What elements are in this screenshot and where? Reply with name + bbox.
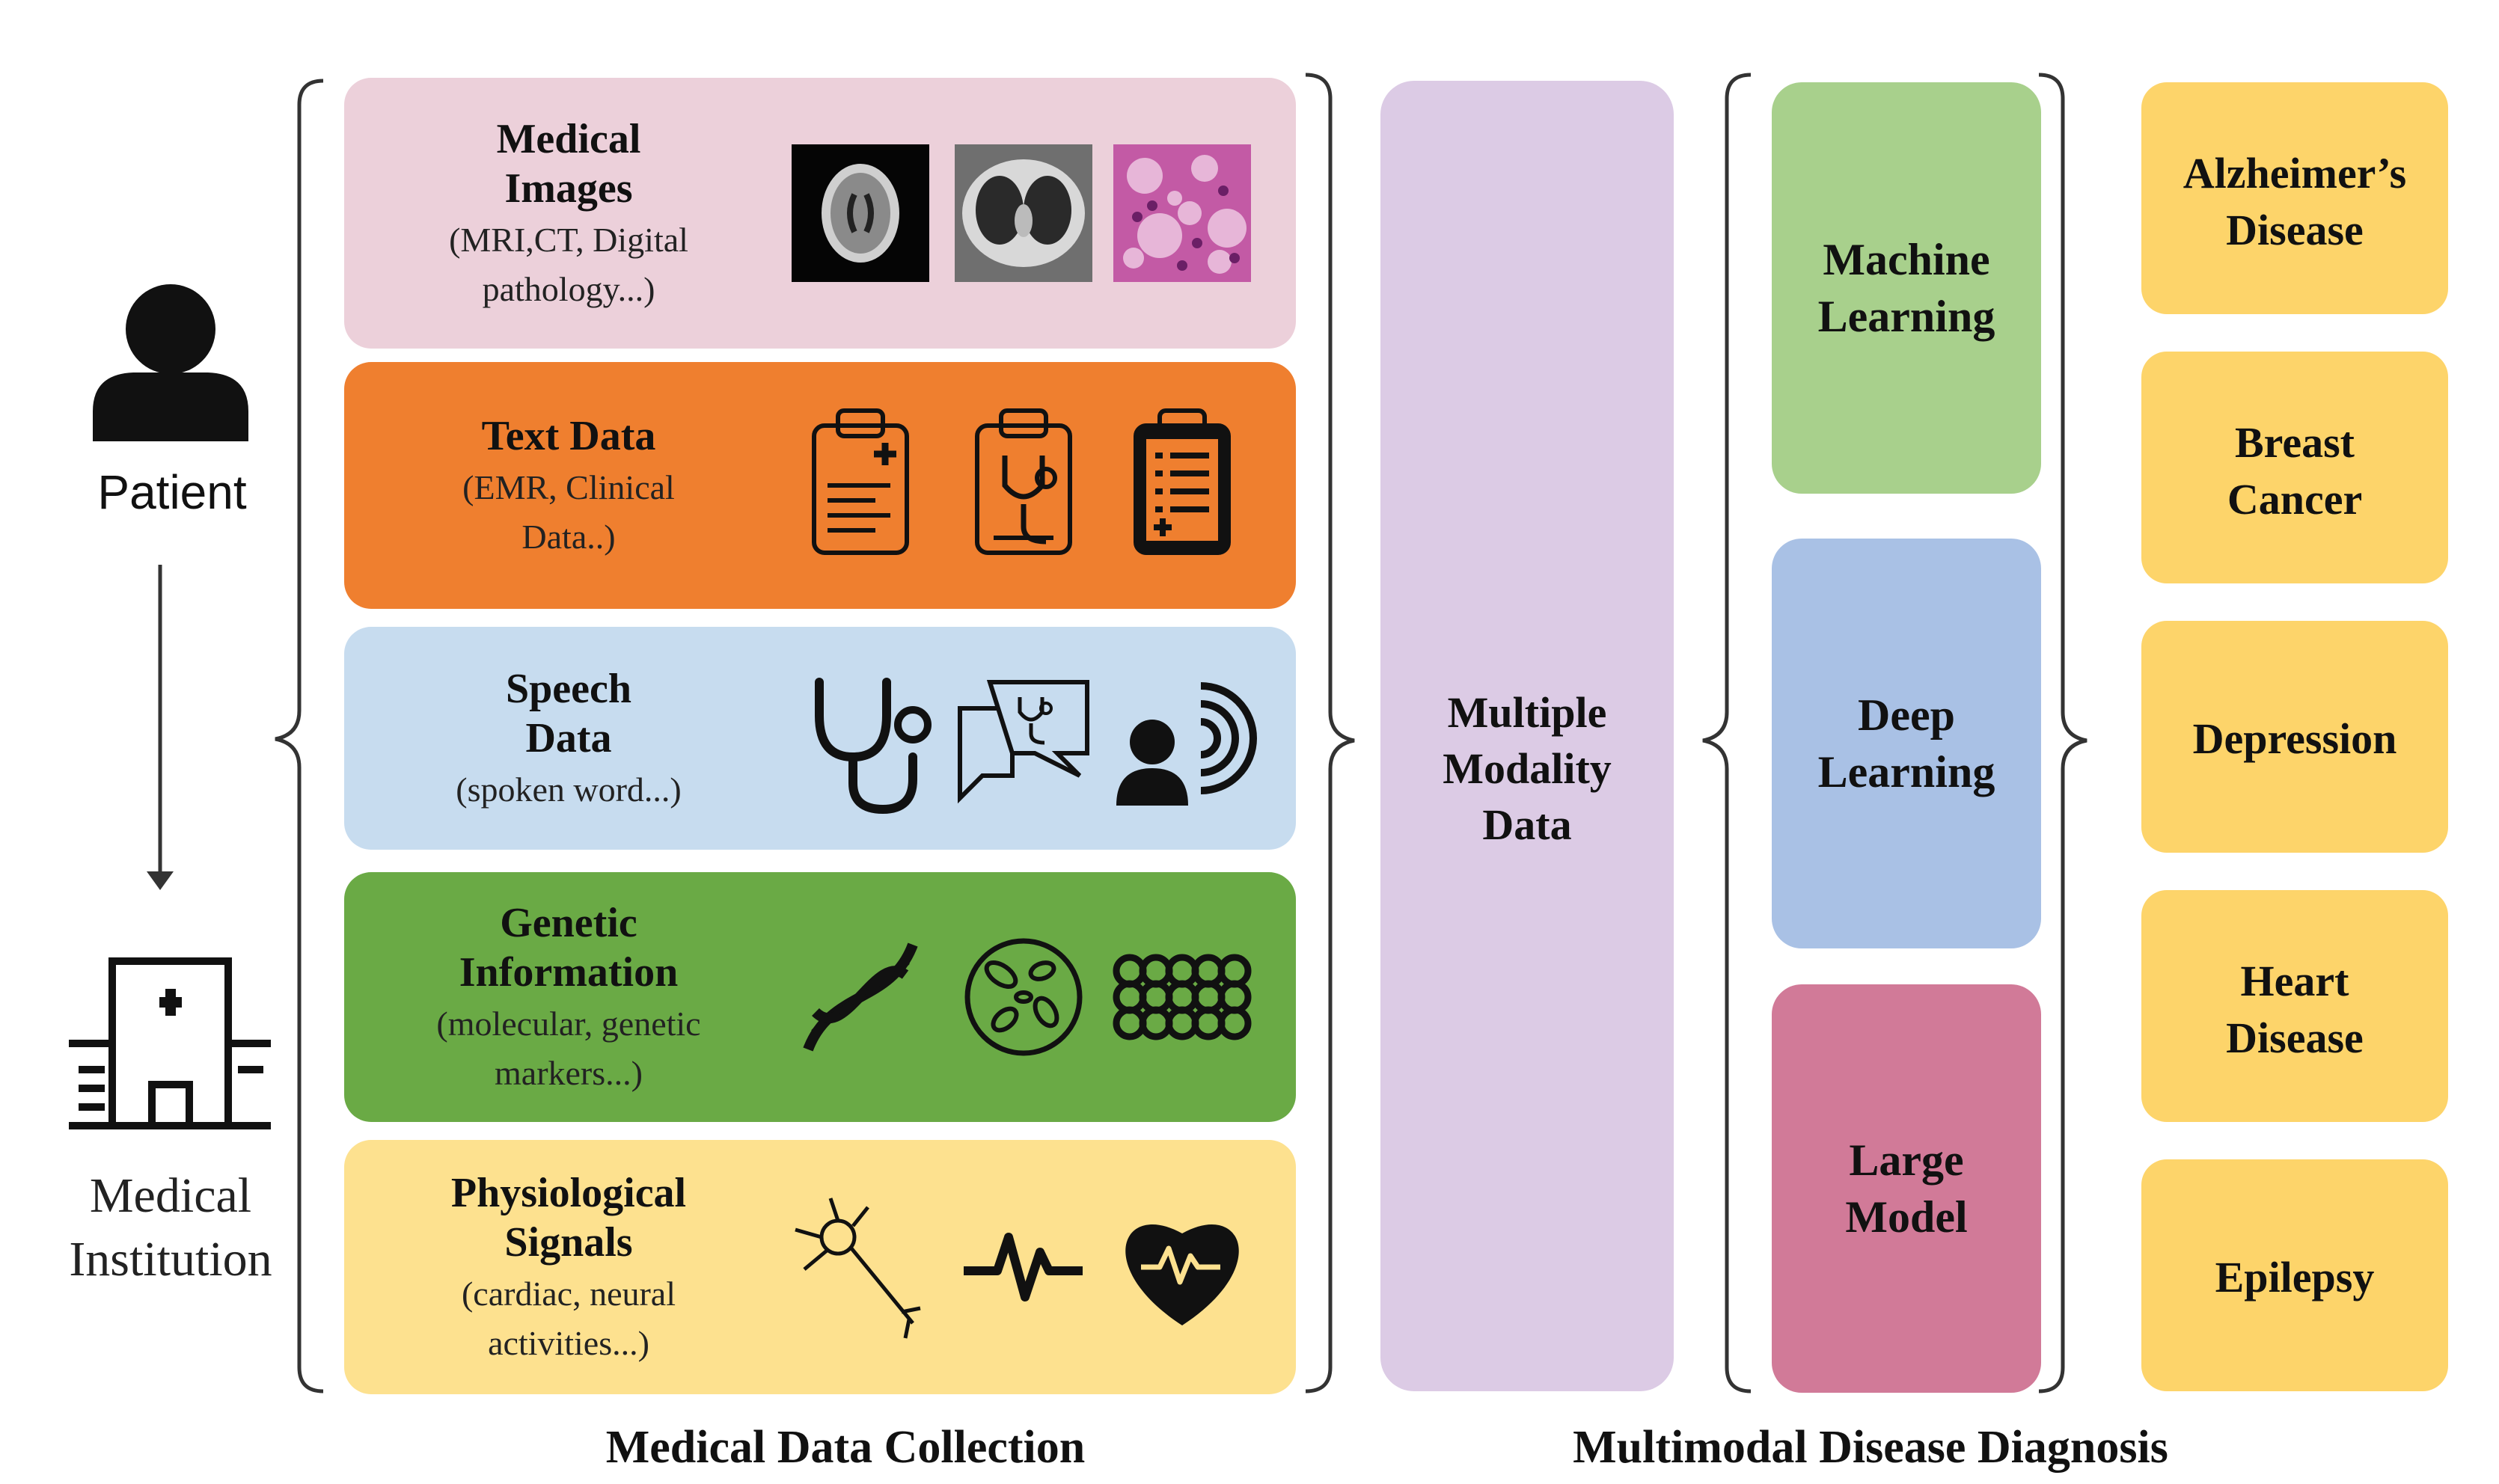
clipboard-stethoscope-icon xyxy=(975,408,1072,555)
disease-background xyxy=(2141,1159,2448,1391)
multiple-modality-box xyxy=(1380,81,1674,1391)
chat-stethoscope-icon xyxy=(958,680,1089,804)
down-arrow-icon xyxy=(147,565,174,890)
disease-box: Depression xyxy=(2141,621,2448,853)
disease-boxes: Alzheimer’sDiseaseBreastCancerDepression… xyxy=(2141,82,2448,1391)
cell-icon xyxy=(964,938,1083,1056)
row-title: Images xyxy=(504,165,632,212)
caption-medical-data-collection: Medical Data Collection xyxy=(606,1422,1086,1473)
disease-background xyxy=(2141,82,2448,314)
method-label: Large xyxy=(1849,1135,1963,1185)
row-title: Speech xyxy=(506,666,631,712)
row-background xyxy=(344,1140,1296,1394)
method-background xyxy=(1772,539,2041,948)
hospital-icon xyxy=(69,957,271,1129)
method-background xyxy=(1772,984,2041,1393)
disease-label: Breast xyxy=(2235,418,2355,467)
brain-mri-icon xyxy=(792,144,929,282)
person-speaking-icon xyxy=(1116,682,1257,806)
row-description: activities...) xyxy=(488,1324,649,1362)
molecular-network-icon xyxy=(1113,954,1252,1040)
pathology-slide-icon xyxy=(1113,144,1251,282)
disease-label: Depression xyxy=(2193,714,2397,763)
row-description: pathology...) xyxy=(483,270,655,308)
method-label: Learning xyxy=(1818,292,1995,341)
clipboard-document-icon xyxy=(1134,408,1231,555)
dna-helix-icon xyxy=(803,942,918,1052)
method-background xyxy=(1772,82,2041,494)
heart-pulse-icon xyxy=(1125,1224,1239,1325)
caption-multimodal-disease-diagnosis: Multimodal Disease Diagnosis xyxy=(1573,1422,2168,1473)
stethoscope-icon xyxy=(815,678,932,815)
patient-label: Patient xyxy=(97,465,246,519)
row-title: Data xyxy=(525,715,611,761)
methods-left-brace xyxy=(1702,73,1752,1393)
method-label: Learning xyxy=(1818,747,1995,797)
row-title: Information xyxy=(459,949,678,996)
disease-background xyxy=(2141,890,2448,1122)
row-description: (spoken word...) xyxy=(456,770,682,809)
chest-ct-icon xyxy=(955,144,1092,282)
row-description: (molecular, genetic xyxy=(436,1005,700,1043)
row-title: Medical xyxy=(497,116,641,162)
method-label: Deep xyxy=(1858,690,1955,740)
disease-label: Alzheimer’s xyxy=(2183,149,2406,197)
methods-right-brace xyxy=(2038,73,2087,1393)
pulse-line-icon xyxy=(964,1233,1083,1301)
row-title: Physiological xyxy=(451,1170,686,1216)
row-description: (cardiac, neural xyxy=(462,1275,676,1313)
method-label: Model xyxy=(1845,1192,1967,1242)
row-description: Data..) xyxy=(521,518,615,556)
patient-icon xyxy=(93,284,248,441)
center-line1: Multiple xyxy=(1448,688,1607,737)
disease-label: Epilepsy xyxy=(2215,1253,2375,1301)
clipboard-medical-icon xyxy=(812,408,909,555)
row-description: (EMR, Clinical xyxy=(462,468,675,506)
disease-background xyxy=(2141,352,2448,583)
row-title: Genetic xyxy=(500,900,637,946)
disease-label: Disease xyxy=(2226,1014,2364,1062)
row-background xyxy=(344,872,1296,1122)
institution-label-line2: Institution xyxy=(69,1232,272,1287)
disease-label: Disease xyxy=(2226,206,2364,254)
left-brace xyxy=(275,79,324,1393)
row-title: Signals xyxy=(504,1219,632,1266)
disease-label: Cancer xyxy=(2227,475,2362,524)
middle-brace xyxy=(1305,73,1355,1393)
row-description: (MRI,CT, Digital xyxy=(449,221,688,259)
disease-background xyxy=(2141,621,2448,853)
center-line2: Modality xyxy=(1443,744,1612,793)
disease-label: Heart xyxy=(2241,957,2350,1005)
center-line3: Data xyxy=(1482,800,1571,849)
row-title: Text Data xyxy=(482,413,656,459)
disease-box: Epilepsy xyxy=(2141,1159,2448,1391)
neuron-icon xyxy=(795,1198,921,1339)
row-description: markers...) xyxy=(495,1054,643,1092)
method-label: Machine xyxy=(1823,235,1989,284)
institution-label-line1: Medical xyxy=(90,1168,251,1223)
